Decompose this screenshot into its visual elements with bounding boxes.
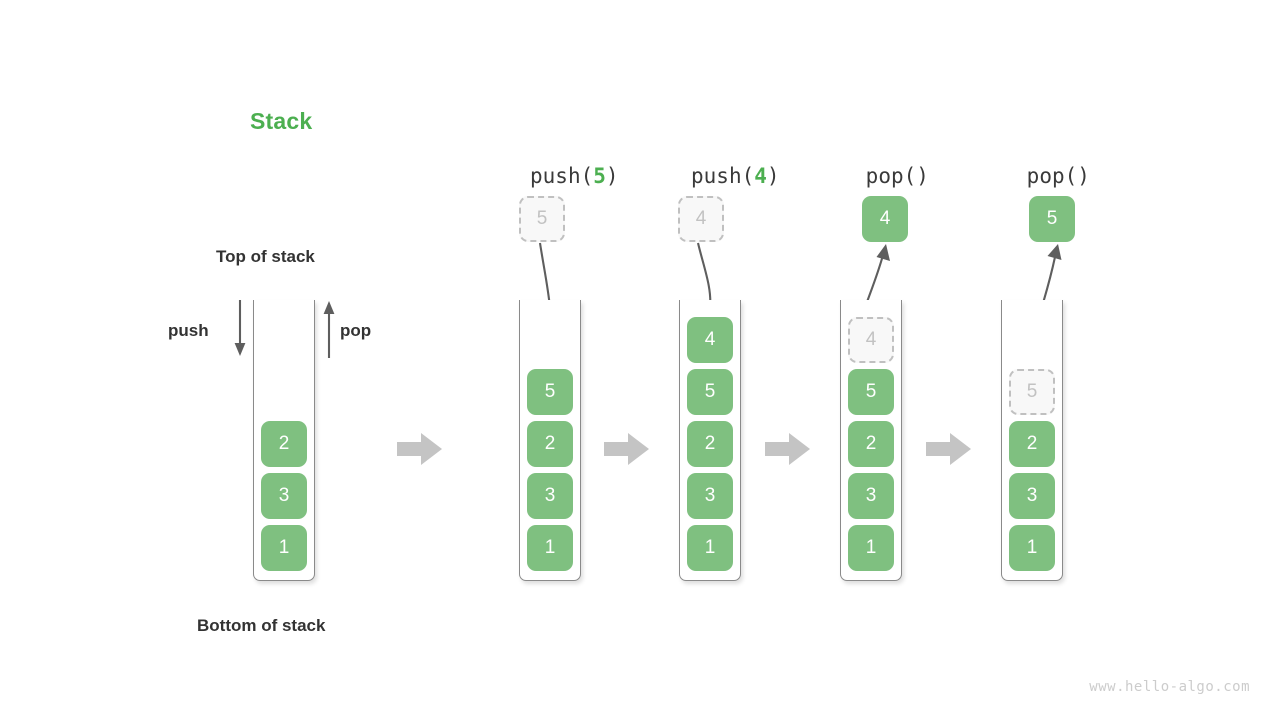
stack-box: 1 [848, 525, 894, 571]
stack-items: 4 5 2 3 1 [679, 317, 741, 577]
popped-ghost-box: 4 [848, 317, 894, 363]
transition-arrow-icon [397, 433, 442, 465]
stack-initial: 2 3 1 [253, 300, 315, 581]
stack-items-initial: 2 3 1 [253, 421, 315, 577]
op-suffix: ) [1077, 164, 1090, 188]
popped-ghost-box: 5 [1009, 369, 1055, 415]
operation-header-push-5: push(5) [459, 140, 639, 212]
op-prefix: pop( [865, 164, 917, 188]
stack-box: 1 [527, 525, 573, 571]
op-suffix: ) [605, 164, 619, 188]
op-arg: 4 [754, 164, 767, 188]
stack-box: 5 [527, 369, 573, 415]
stack-box: 5 [848, 369, 894, 415]
operation-header-pop-1: pop() [782, 140, 962, 212]
stack-box: 1 [1009, 525, 1055, 571]
stack-after-pop-2: 5 2 3 1 [1001, 300, 1063, 581]
op-suffix: ) [766, 164, 780, 188]
stack-box: 3 [687, 473, 733, 519]
stack-box: 2 [1009, 421, 1055, 467]
stack-box: 2 [687, 421, 733, 467]
push-arrow-icon [234, 300, 246, 356]
incoming-ghost-box: 4 [678, 196, 724, 242]
stack-box: 3 [527, 473, 573, 519]
stack-box: 5 [687, 369, 733, 415]
stack-box: 2 [848, 421, 894, 467]
stack-box: 2 [527, 421, 573, 467]
op-arg: 5 [593, 164, 606, 188]
top-of-stack-label: Top of stack [216, 247, 315, 266]
stack-items: 5 2 3 1 [1001, 369, 1063, 577]
stack-after-push-4: 4 5 2 3 1 [679, 300, 741, 581]
stack-box: 1 [261, 525, 307, 571]
transition-arrow-icon [765, 433, 810, 465]
stack-box: 1 [687, 525, 733, 571]
stack-items: 5 2 3 1 [519, 369, 581, 577]
stack-box: 3 [261, 473, 307, 519]
pop-label: pop [340, 321, 372, 340]
op-suffix: ) [916, 164, 929, 188]
stack-box: 4 [687, 317, 733, 363]
op-prefix: pop( [1026, 164, 1078, 188]
pop-arrow-icon [323, 301, 335, 358]
op-prefix: push( [530, 164, 594, 188]
stack-after-push-5: 5 2 3 1 [519, 300, 581, 581]
stack-box: 3 [1009, 473, 1055, 519]
popped-box: 4 [862, 196, 908, 242]
stack-after-pop-1: 4 5 2 3 1 [840, 300, 902, 581]
transition-arrow-icon [604, 433, 649, 465]
stack-items: 4 5 2 3 1 [840, 317, 902, 577]
operation-header-pop-2: pop() [943, 140, 1123, 212]
stack-box: 2 [261, 421, 307, 467]
stack-box: 3 [848, 473, 894, 519]
incoming-ghost-box: 5 [519, 196, 565, 242]
page-title: Stack [250, 108, 313, 134]
operation-header-push-4: push(4) [620, 140, 800, 212]
watermark: www.hello-algo.com [1089, 679, 1250, 695]
bottom-of-stack-label: Bottom of stack [197, 616, 326, 635]
push-label: push [168, 321, 209, 340]
op-prefix: push( [691, 164, 755, 188]
transition-arrow-icon [926, 433, 971, 465]
popped-box: 5 [1029, 196, 1075, 242]
